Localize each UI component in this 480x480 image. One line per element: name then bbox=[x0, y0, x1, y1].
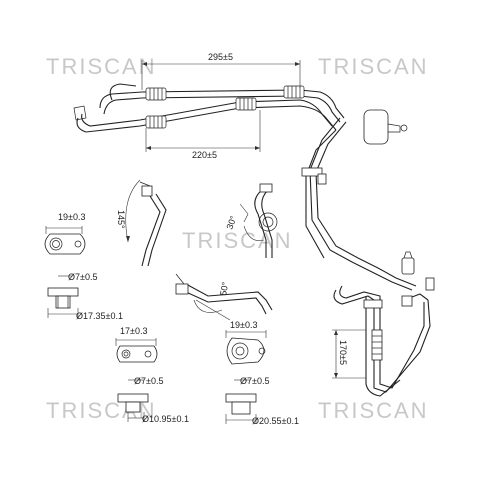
fitting-b bbox=[115, 338, 158, 422]
detail-bend-50 bbox=[175, 273, 273, 321]
dimension-length-top bbox=[141, 60, 301, 90]
dim-label-145: 145° bbox=[116, 210, 126, 229]
receiver-drier bbox=[363, 109, 389, 145]
dim-label-295: 295±5 bbox=[208, 52, 233, 62]
watermark-top-right: TRISCAN bbox=[318, 54, 429, 79]
dimension-length-lower bbox=[145, 110, 261, 152]
fitting-a-width: 19±0.3 bbox=[58, 212, 85, 222]
fitting-a bbox=[44, 226, 86, 318]
hose-assembly bbox=[73, 83, 435, 397]
dim-label-30: 30° bbox=[224, 214, 238, 231]
detail-bend-145 bbox=[125, 179, 167, 267]
dim-label-50: 50° bbox=[218, 281, 230, 297]
fitting-c-width: 19±0.3 bbox=[230, 320, 257, 330]
fitting-c-bore: Ø7±0.5 bbox=[240, 376, 269, 386]
fitting-c bbox=[225, 330, 267, 424]
fitting-a-bore: Ø7±0.5 bbox=[68, 272, 97, 282]
watermark-bottom-right: TRISCAN bbox=[318, 398, 429, 423]
fitting-b-bore: Ø7±0.5 bbox=[134, 376, 163, 386]
fitting-a-od: Ø17.35±0.1 bbox=[76, 311, 123, 321]
dimension-length-right bbox=[332, 329, 366, 379]
detail-bend-30 bbox=[239, 183, 278, 258]
fitting-b-od: Ø10.95±0.1 bbox=[142, 414, 189, 424]
dim-label-220: 220±5 bbox=[192, 150, 217, 160]
fitting-b-width: 17±0.3 bbox=[120, 326, 147, 336]
dim-label-170: 170±5 bbox=[338, 340, 348, 365]
fitting-c-od: Ø20.55±0.1 bbox=[252, 416, 299, 426]
watermark-top-left: TRISCAN bbox=[46, 54, 157, 79]
